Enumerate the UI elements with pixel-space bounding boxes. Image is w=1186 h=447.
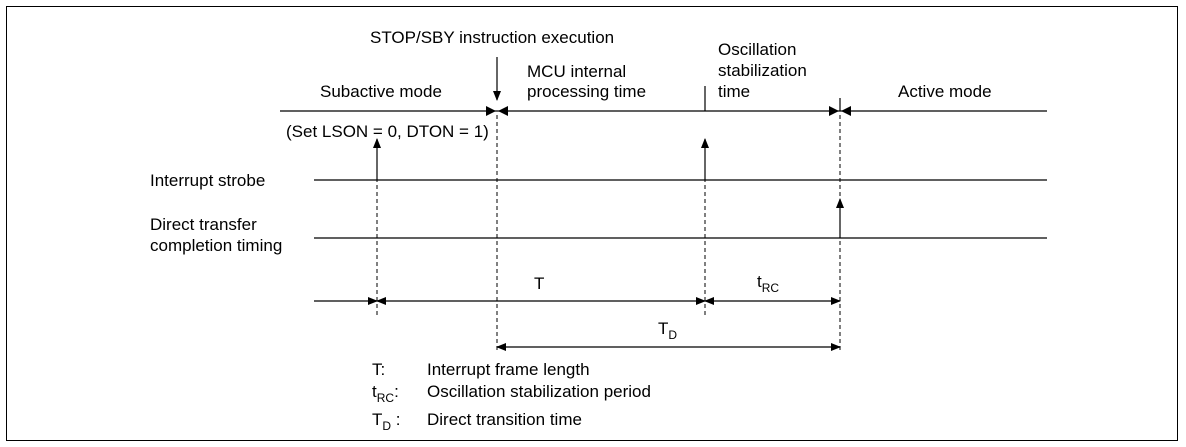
interrupt-strobe-label: Interrupt strobe [150, 171, 266, 190]
subactive-mode-label: Subactive mode [320, 82, 442, 101]
mode-boundary-right-arrowhead [498, 106, 508, 116]
mode-boundary-left-arrowhead [486, 106, 496, 116]
active-mode-label: Active mode [898, 82, 992, 101]
legend-td-symbol: TD : [372, 410, 401, 433]
diagram-frame [6, 6, 1178, 441]
osc-label-line1: Oscillation [718, 40, 797, 59]
direct-transfer-label-line2: completion timing [150, 236, 283, 255]
t-interval-label: T [534, 274, 545, 293]
diagram-title: STOP/SBY instruction execution [370, 28, 615, 47]
set-condition-label: (Set LSON = 0, DTON = 1) [286, 122, 489, 141]
legend-trc-symbol: tRC: [372, 382, 399, 405]
osc-label-line2: stabilization [718, 61, 807, 80]
mcu-label-line2: processing time [527, 82, 647, 101]
mode-boundary2-right-arrowhead [841, 106, 851, 116]
mcu-label-line1: MCU internal [527, 62, 627, 81]
mode-boundary2-left-arrowhead [829, 106, 839, 116]
direct-transfer-label-line1: Direct transfer [150, 215, 257, 234]
osc-label-line3: time [718, 82, 751, 101]
legend-td-text: Direct transition time [427, 410, 582, 429]
legend-trc-text: Oscillation stabilization period [427, 382, 651, 401]
trc-interval-label: tRC [757, 272, 780, 295]
legend-t-symbol: T: [372, 360, 386, 379]
legend-t-text: Interrupt frame length [427, 360, 590, 379]
td-interval-label: TD [658, 319, 678, 342]
